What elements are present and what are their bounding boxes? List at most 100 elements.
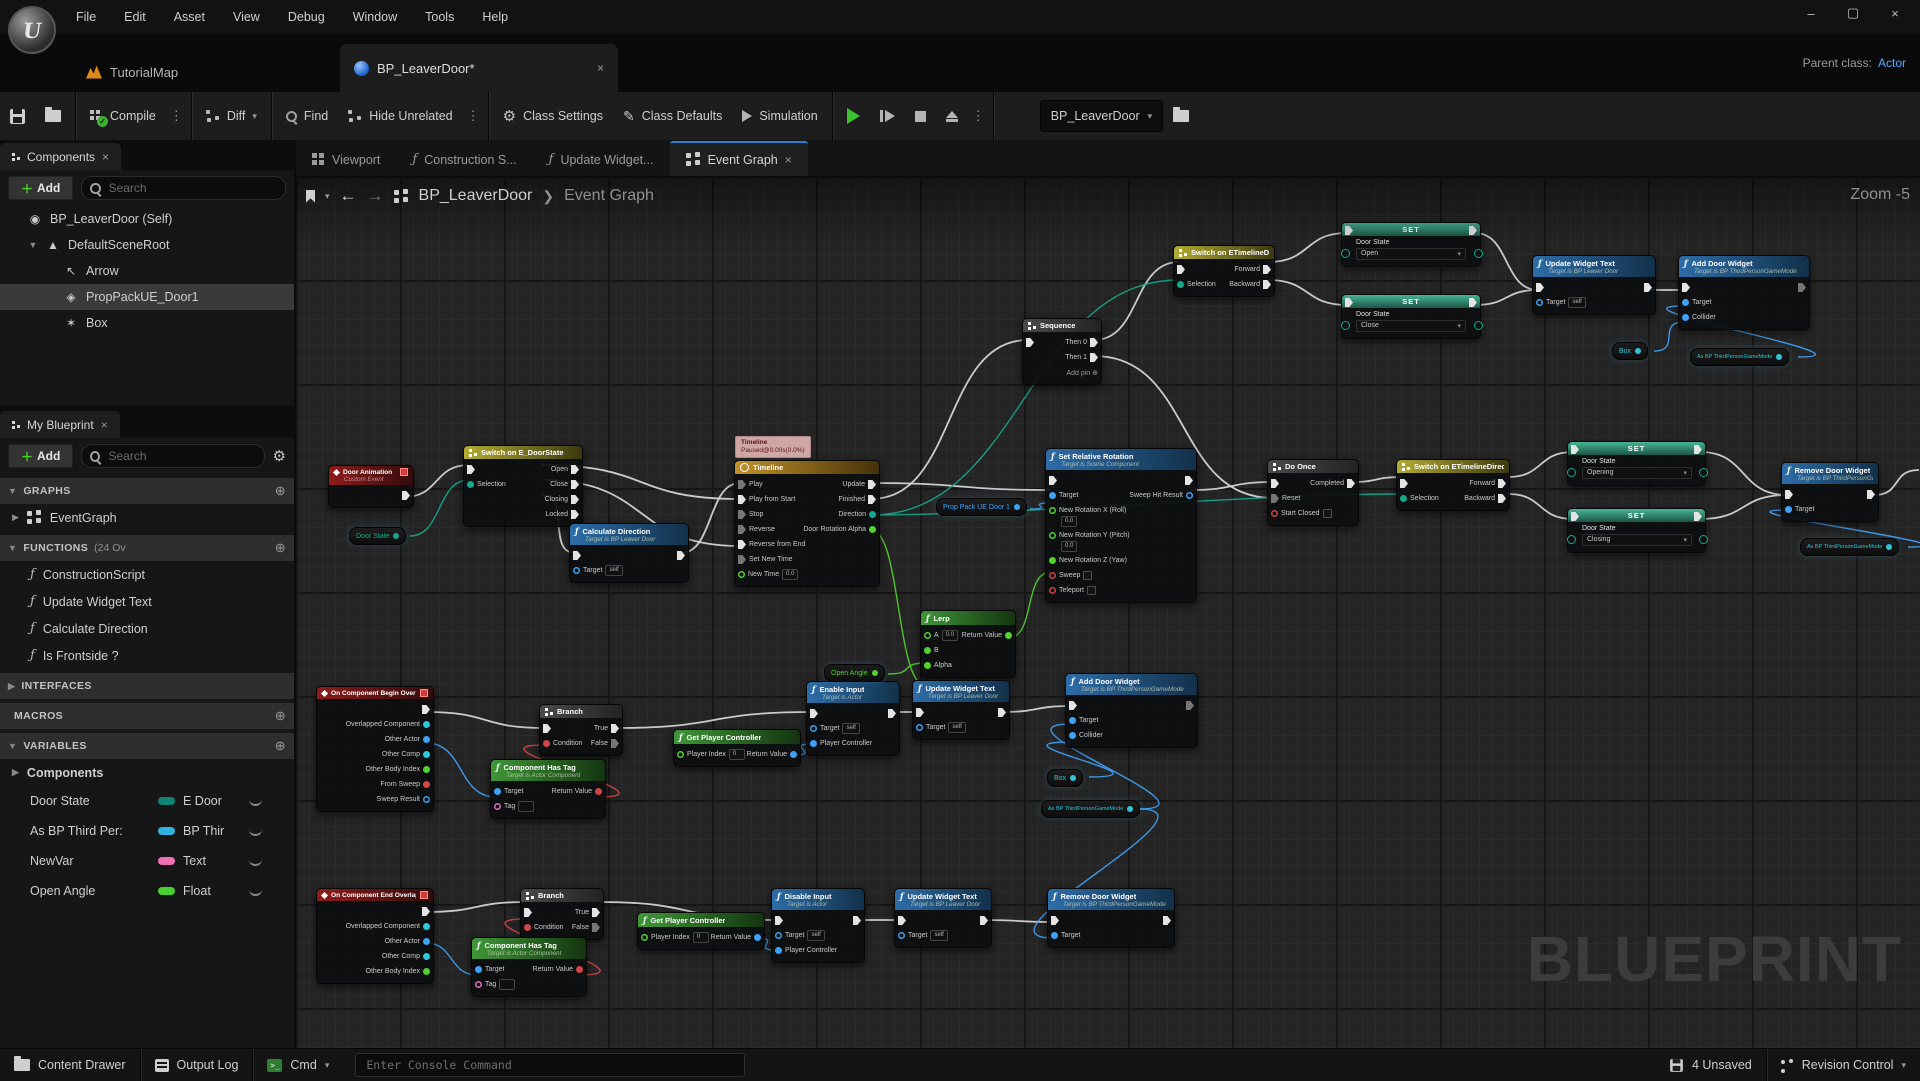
variable-as-bp-third-per-[interactable]: As BP Third Per:BP Thir xyxy=(0,816,294,846)
collider-pin[interactable] xyxy=(1069,732,1076,739)
exec-pin[interactable] xyxy=(1051,916,1059,925)
forward-icon[interactable]: → xyxy=(366,186,384,205)
stop-button[interactable] xyxy=(905,92,936,140)
target-pin[interactable] xyxy=(916,724,923,731)
menu-window[interactable]: Window xyxy=(352,10,398,24)
exec-pin[interactable] xyxy=(422,907,430,916)
enum-dropdown[interactable]: Close▾ xyxy=(1356,320,1466,332)
other-comp-pin[interactable] xyxy=(423,751,430,758)
exec-pin[interactable] xyxy=(1049,476,1057,485)
my-blueprint-search[interactable] xyxy=(81,444,265,468)
target-pin[interactable] xyxy=(1049,492,1056,499)
compile-button[interactable]: ✓ Compile xyxy=(80,92,166,140)
exec-pin[interactable] xyxy=(1536,283,1544,292)
return-value-pin[interactable] xyxy=(1005,632,1012,639)
enum-dropdown[interactable]: Opening▾ xyxy=(1582,467,1692,479)
output-pin[interactable] xyxy=(1776,354,1783,360)
hide-unrelated-button[interactable]: Hide Unrelated xyxy=(338,92,462,140)
target-pin[interactable] xyxy=(810,725,817,732)
teleport-pin[interactable] xyxy=(1049,587,1056,594)
exec-pin[interactable] xyxy=(543,724,551,733)
components-panel-tab[interactable]: Components × xyxy=(0,143,122,170)
my-blueprint-panel-tab[interactable]: My Blueprint × xyxy=(0,411,120,438)
target-pin[interactable] xyxy=(775,932,782,939)
return-value-pin[interactable] xyxy=(790,751,797,758)
sweep-hit-result-pin[interactable] xyxy=(1186,492,1193,499)
exec-pin[interactable] xyxy=(775,916,783,925)
return-value-pin[interactable] xyxy=(754,934,761,941)
false-pin[interactable] xyxy=(592,923,600,932)
variable-group-components[interactable]: ▶Components xyxy=(12,765,104,780)
unsaved-button[interactable]: 4 Unsaved xyxy=(1655,1049,1766,1081)
add-macros-icon[interactable]: ⊕ xyxy=(274,708,286,723)
minimize-button[interactable]: – xyxy=(1807,5,1815,21)
exec-pin[interactable] xyxy=(524,908,532,917)
target-pin[interactable] xyxy=(573,567,580,574)
exec-pin[interactable] xyxy=(1163,916,1171,925)
set-new-time-pin[interactable] xyxy=(738,555,746,564)
browse-button[interactable] xyxy=(35,92,71,140)
a-pin[interactable] xyxy=(924,632,931,639)
forward-pin[interactable] xyxy=(1263,265,1271,274)
new-rotation-z-yaw--pin[interactable] xyxy=(1049,557,1056,564)
exec-pin[interactable] xyxy=(1400,479,1408,488)
parent-class-link[interactable]: Actor xyxy=(1877,56,1906,70)
item-eventgraph[interactable]: ▶EventGraph xyxy=(12,510,117,525)
output-pin[interactable] xyxy=(1635,348,1642,354)
false-pin[interactable] xyxy=(611,739,619,748)
menu-edit[interactable]: Edit xyxy=(124,10,146,24)
selection-pin[interactable] xyxy=(1400,495,1407,502)
panel-settings-gear-icon[interactable]: ⚙ xyxy=(272,448,286,465)
tree-item-box[interactable]: ✶Box xyxy=(0,310,294,336)
true-pin[interactable] xyxy=(592,908,600,917)
menu-help[interactable]: Help xyxy=(482,10,509,24)
return-value-pin[interactable] xyxy=(595,788,602,795)
add-variables-icon[interactable]: ⊕ xyxy=(274,738,286,753)
stop-pin[interactable] xyxy=(738,510,746,519)
exec-pin[interactable] xyxy=(1644,283,1652,292)
exec-pin[interactable] xyxy=(402,491,410,500)
components-search-input[interactable] xyxy=(106,180,277,196)
blueprint-selector-dropdown[interactable]: BP_LeaverDoor▾ xyxy=(1039,100,1164,132)
graph-tab-event-graph[interactable]: Event Graph× xyxy=(669,141,808,176)
tab-tutorialmap[interactable]: TutorialMap xyxy=(72,52,192,92)
close-button[interactable]: × xyxy=(1891,5,1899,21)
player-controller-pin[interactable] xyxy=(810,740,817,747)
hide-unrelated-options-icon[interactable]: ⋮ xyxy=(466,108,480,123)
player-controller-pin[interactable] xyxy=(775,947,782,954)
pill-as-bp-gamemode-3[interactable]: As BP ThirdPersonGameMode xyxy=(1800,538,1900,556)
eye-icon[interactable] xyxy=(249,887,262,896)
door-rotation-alpha-pin[interactable] xyxy=(869,526,876,533)
other-actor-pin[interactable] xyxy=(423,736,430,743)
tree-item-bp-leaverdoor-self-[interactable]: ◉BP_LeaverDoor (Self) xyxy=(0,206,294,232)
exec-pin[interactable] xyxy=(1069,701,1077,710)
node-switch-timeline-dir-1[interactable]: Switch on ETimelineDirectionSelectionFor… xyxy=(1173,245,1275,297)
pill-door-state[interactable]: Door State xyxy=(349,527,407,545)
exec-pin[interactable] xyxy=(898,916,906,925)
add-functions-icon[interactable]: ⊕ xyxy=(274,540,286,555)
node-switch-timeline-dir-2[interactable]: Switch on ETimelineDirectionSelectionFor… xyxy=(1396,459,1510,511)
output-pin[interactable] xyxy=(1013,504,1020,510)
close-tab-icon[interactable]: × xyxy=(784,152,792,167)
tag-pin[interactable] xyxy=(475,981,482,988)
